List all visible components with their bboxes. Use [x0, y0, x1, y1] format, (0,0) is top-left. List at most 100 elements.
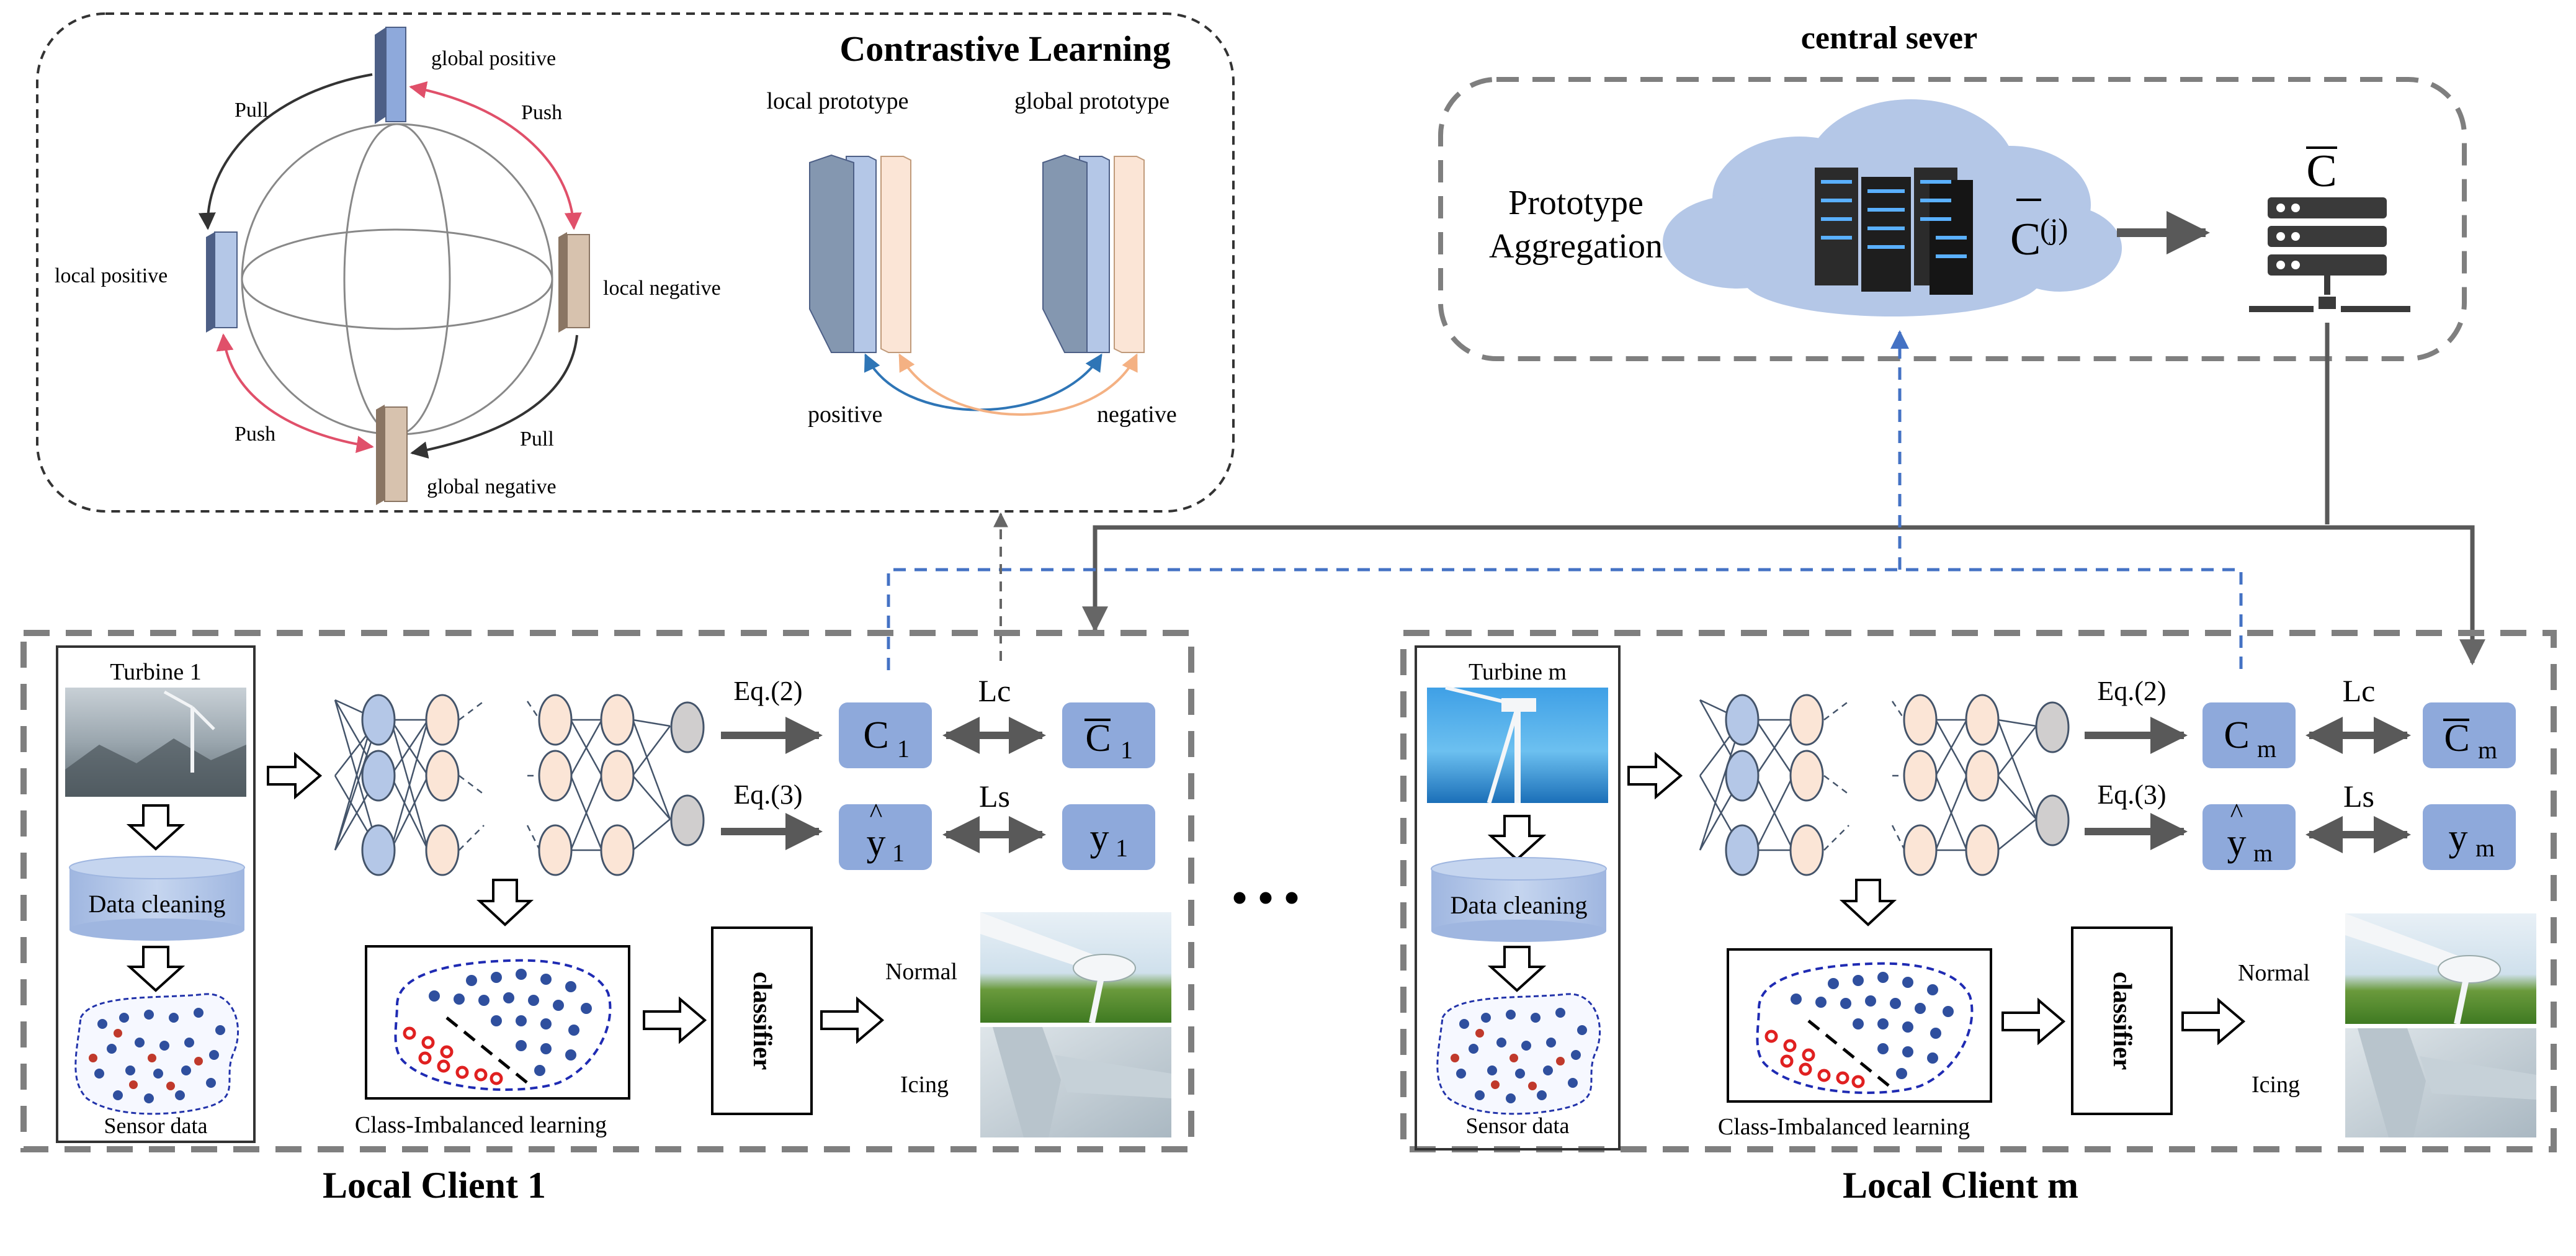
pull-top-label: Pull	[235, 99, 269, 122]
central-server-border	[1438, 77, 2467, 361]
global-positive-slab	[375, 27, 406, 124]
global-positive-label: global positive	[431, 47, 556, 70]
client1-footer: Local Client 1	[323, 1165, 546, 1206]
client1-down-arrow-2	[126, 946, 186, 992]
clientm-lc-label: Lc	[2343, 673, 2376, 708]
clientm-classifier-label: classifier	[2108, 972, 2136, 1070]
client1-right-arrow-classifier	[643, 996, 707, 1044]
clientm-neural-network	[1699, 699, 2037, 851]
svg-text:C: C	[2306, 146, 2337, 197]
negative-label: negative	[1097, 401, 1177, 428]
svg-text:C: C	[2444, 717, 2469, 760]
positive-pair-arrow	[864, 353, 1102, 411]
svg-text:m: m	[2253, 839, 2273, 867]
pull-arrow-bottom	[410, 334, 578, 459]
client1-data-cleaning-label: Data cleaning	[89, 890, 226, 918]
clientm-classifier-box	[2071, 926, 2173, 1115]
aggregation-line2: Aggregation	[1489, 227, 1663, 266]
client1-classifier-box	[711, 926, 813, 1115]
global-prototype-server-icon: C	[2249, 146, 2410, 312]
clientm-sensor-data-label: Sensor data	[1466, 1113, 1570, 1138]
client1-normal-label: Normal	[885, 959, 957, 985]
clientm-ls-label: Ls	[2343, 779, 2374, 814]
sphere	[241, 123, 553, 436]
svg-text:m: m	[2475, 834, 2495, 862]
client1-neural-network	[334, 699, 671, 851]
svg-text:m: m	[2257, 735, 2276, 763]
clientm-down-arrow-2	[1487, 946, 1547, 992]
svg-text:C: C	[1085, 717, 1111, 760]
svg-text:y: y	[2449, 817, 2468, 859]
c-j-label: C (j)	[2010, 199, 2068, 265]
svg-text:C: C	[863, 714, 888, 756]
clientm-right-arrow-classifier	[2001, 997, 2066, 1046]
clientm-nn-nodes	[1725, 694, 2070, 876]
pull-bottom-label: Pull	[520, 428, 554, 451]
server-rack-icon	[1815, 168, 1973, 295]
client1-imbalanced-label: Class-Imbalanced learning	[355, 1112, 607, 1138]
client1-right-arrow-network	[267, 751, 323, 800]
clientm-cbar-box: C m	[2423, 702, 2516, 768]
pull-arrow-top	[198, 73, 373, 230]
svg-text:y: y	[1090, 817, 1109, 859]
central-server-title: central sever	[1801, 20, 1977, 56]
clientm-right-arrow-output	[2181, 997, 2246, 1046]
client1-classifier-label: classifier	[748, 972, 776, 1070]
svg-text:y: y	[2227, 822, 2247, 864]
svg-text:(j): (j)	[2040, 213, 2068, 246]
contrastive-title: Contrastive Learning	[839, 29, 1170, 69]
client1-lc-label: Lc	[978, 673, 1011, 708]
client1-down-arrow-imbalanced	[476, 879, 534, 926]
client1-nn-nodes	[361, 694, 705, 876]
push-bottom-label: Push	[235, 423, 275, 446]
local-prototype-label: local prototype	[767, 88, 909, 114]
client1-normal-photo	[980, 912, 1171, 1024]
client1-icing-photo	[980, 1027, 1171, 1137]
client1-sensor-data-scatter	[74, 993, 239, 1115]
clientm-c-box: C m	[2203, 702, 2296, 768]
local-negative-slab	[558, 232, 590, 333]
clientm-turbine-photo	[1427, 686, 1608, 804]
client1-data-column	[56, 645, 256, 1143]
push-arrow-bottom	[216, 333, 374, 453]
connectors	[887, 323, 2485, 670]
global-negative-label: global negative	[427, 475, 557, 498]
client1-c-box: C 1	[839, 702, 932, 768]
clientm-imbalanced-label: Class-Imbalanced learning	[1718, 1114, 1970, 1140]
local-client-m: Turbine m Data cleaning	[1400, 630, 2557, 1206]
client1-eq2-label: Eq.(2)	[733, 676, 802, 706]
client1-eq3-label: Eq.(3)	[733, 779, 802, 810]
client1-turbine-title: Turbine 1	[110, 659, 201, 685]
push-arrow-top	[409, 81, 582, 230]
svg-text:C: C	[2010, 214, 2041, 265]
client1-imbalanced-scatter	[394, 959, 612, 1091]
clientm-eq2-label: Eq.(2)	[2097, 676, 2166, 706]
clientm-down-arrow-1	[1487, 815, 1547, 861]
client1-yhat-box: ^ y 1	[839, 798, 932, 870]
client1-sensor-data-label: Sensor data	[104, 1113, 208, 1138]
global-prototype-stack	[1042, 154, 1145, 353]
clientm-data-cleaning-label: Data cleaning	[1451, 891, 1588, 919]
client1-y-box: y 1	[1062, 804, 1155, 870]
clientm-down-arrow-imbalanced	[1839, 879, 1897, 926]
clientm-sensor-data-scatter	[1436, 993, 1601, 1115]
global-negative-slab	[376, 405, 408, 505]
svg-text:^: ^	[2230, 798, 2243, 828]
clientm-imbalanced-scatter	[1756, 962, 1974, 1094]
clientm-icing-label: Icing	[2252, 1072, 2300, 1098]
push-top-label: Push	[521, 101, 562, 124]
client1-right-arrow-output	[820, 996, 885, 1044]
clientm-turbine-title: Turbine m	[1469, 659, 1567, 685]
client1-nn-edges	[334, 699, 671, 851]
clientm-normal-label: Normal	[2238, 960, 2310, 986]
local-client-1: Turbine 1 Data cleaning	[20, 630, 1194, 1206]
contrastive-learning-panel: Contrastive Learning global positive loc…	[36, 12, 1235, 513]
svg-text:^: ^	[870, 798, 883, 828]
clientm-border	[1400, 630, 2557, 1152]
client1-data-cleaning-cylinder	[69, 856, 245, 941]
client1-ls-label: Ls	[979, 779, 1010, 814]
global-prototype-label: global prototype	[1014, 88, 1169, 114]
svg-text:C: C	[2224, 714, 2249, 756]
local-positive-label: local positive	[55, 264, 168, 287]
